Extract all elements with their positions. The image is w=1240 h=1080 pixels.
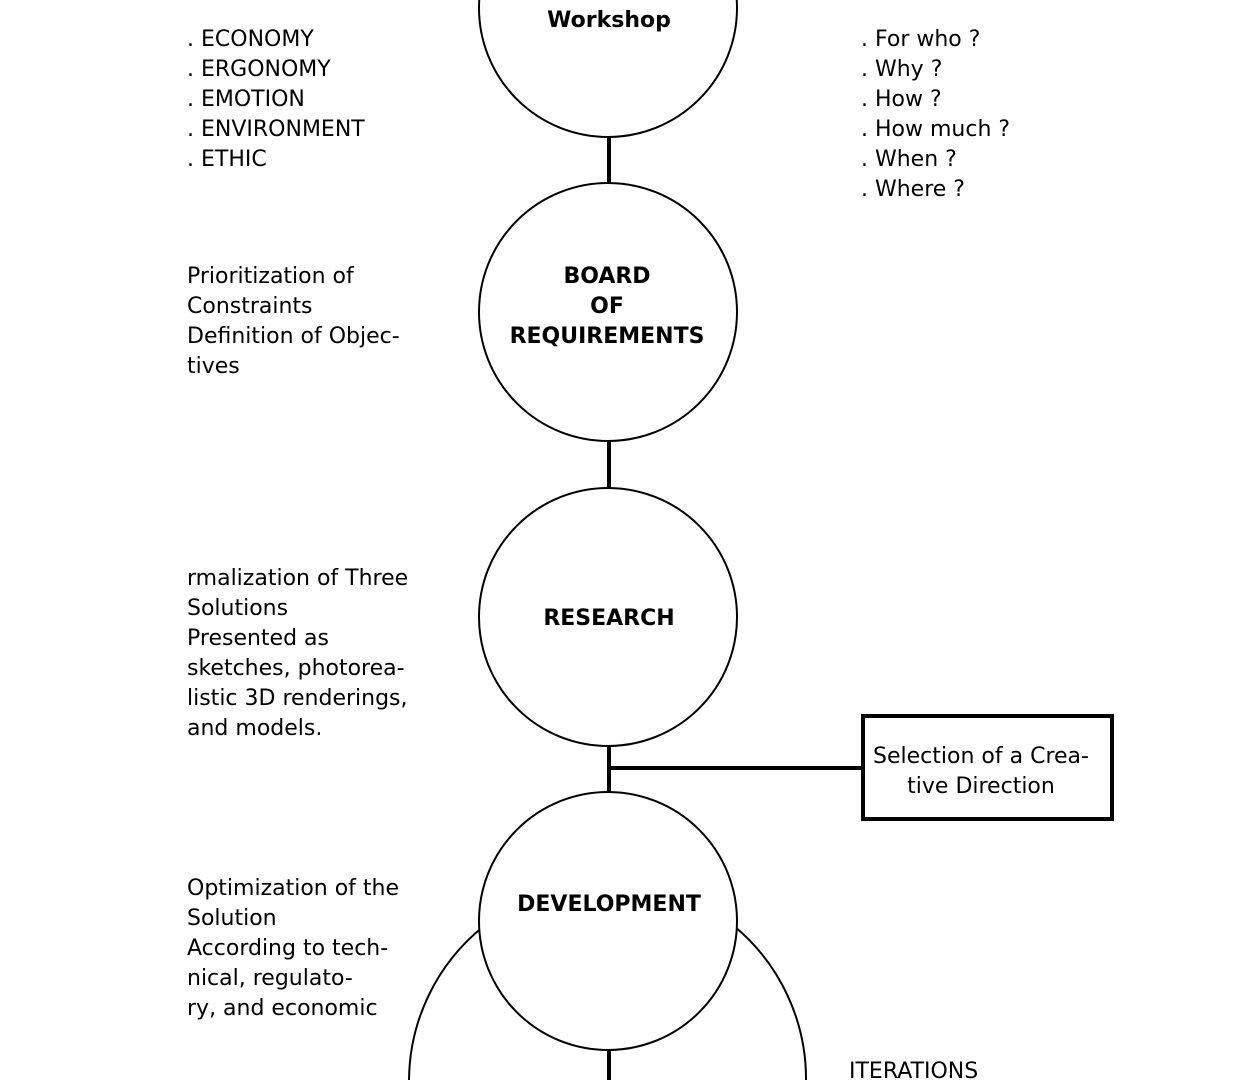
question-item: . Where ? [861, 177, 965, 202]
research-note-line: sketches, photorea- [187, 656, 405, 681]
research-notes: rmalization of Three Solutions Presented… [187, 566, 408, 741]
board-note-line: Prioritization of [187, 264, 355, 289]
node-research-label: RESEARCH [543, 606, 674, 631]
node-board-label-line-2: OF [590, 294, 624, 319]
question-item: . For who ? [861, 27, 980, 52]
node-board-of-requirements [478, 182, 738, 442]
node-research [478, 487, 738, 747]
selection-box-frame [861, 714, 1114, 821]
research-note-line: Solutions [187, 596, 288, 621]
research-note-line: Presented as [187, 626, 329, 651]
development-note-line: Optimization of the [187, 876, 399, 901]
selection-box-line: Selection of a Crea- [873, 744, 1089, 769]
node-board-label-line-3: REQUIREMENTS [510, 324, 705, 349]
development-note-line: ry, and economic [187, 996, 378, 1021]
question-item: . How much ? [861, 117, 1010, 142]
board-note-line: Definition of Objec- [187, 324, 400, 349]
board-notes: Prioritization of Constraints Definition… [187, 264, 400, 379]
board-note-line: Constraints [187, 294, 313, 319]
research-note-line: and models. [187, 716, 322, 741]
development-notes: Optimization of the Solution According t… [187, 876, 399, 1021]
criteria-list: . ECONOMY . ERGONOMY . EMOTION . ENVIRON… [187, 27, 365, 172]
iterations-label: ITERATIONS [849, 1059, 978, 1080]
iteration-loop-arc [408, 925, 485, 1080]
node-board-label-line-1: BOARD [563, 264, 650, 289]
criteria-item: . ETHIC [187, 147, 267, 172]
criteria-item: . ENVIRONMENT [187, 117, 365, 142]
question-item: . How ? [861, 87, 942, 112]
development-note-line: Solution [187, 906, 277, 931]
development-note-line: According to tech- [187, 936, 388, 961]
node-development-label: DEVELOPMENT [517, 892, 701, 917]
questions-list: . For who ? . Why ? . How ? . How much ?… [861, 27, 1010, 202]
node-workshop [478, 0, 738, 138]
development-note-line: nical, regulato- [187, 966, 353, 991]
criteria-item: . ERGONOMY [187, 57, 331, 82]
selection-box: Selection of a Crea- tive Direction [861, 714, 1114, 821]
node-development [478, 791, 738, 1051]
selection-box-line: tive Direction [907, 774, 1055, 799]
question-item: . When ? [861, 147, 957, 172]
iteration-loop-arc-right [733, 925, 807, 1080]
board-note-line: tives [187, 354, 240, 379]
node-workshop-label: Workshop [547, 8, 671, 33]
research-note-line: listic 3D renderings, [187, 686, 408, 711]
criteria-item: . ECONOMY [187, 27, 314, 52]
research-note-line: rmalization of Three [187, 566, 408, 591]
question-item: . Why ? [861, 57, 942, 82]
criteria-item: . EMOTION [187, 87, 305, 112]
